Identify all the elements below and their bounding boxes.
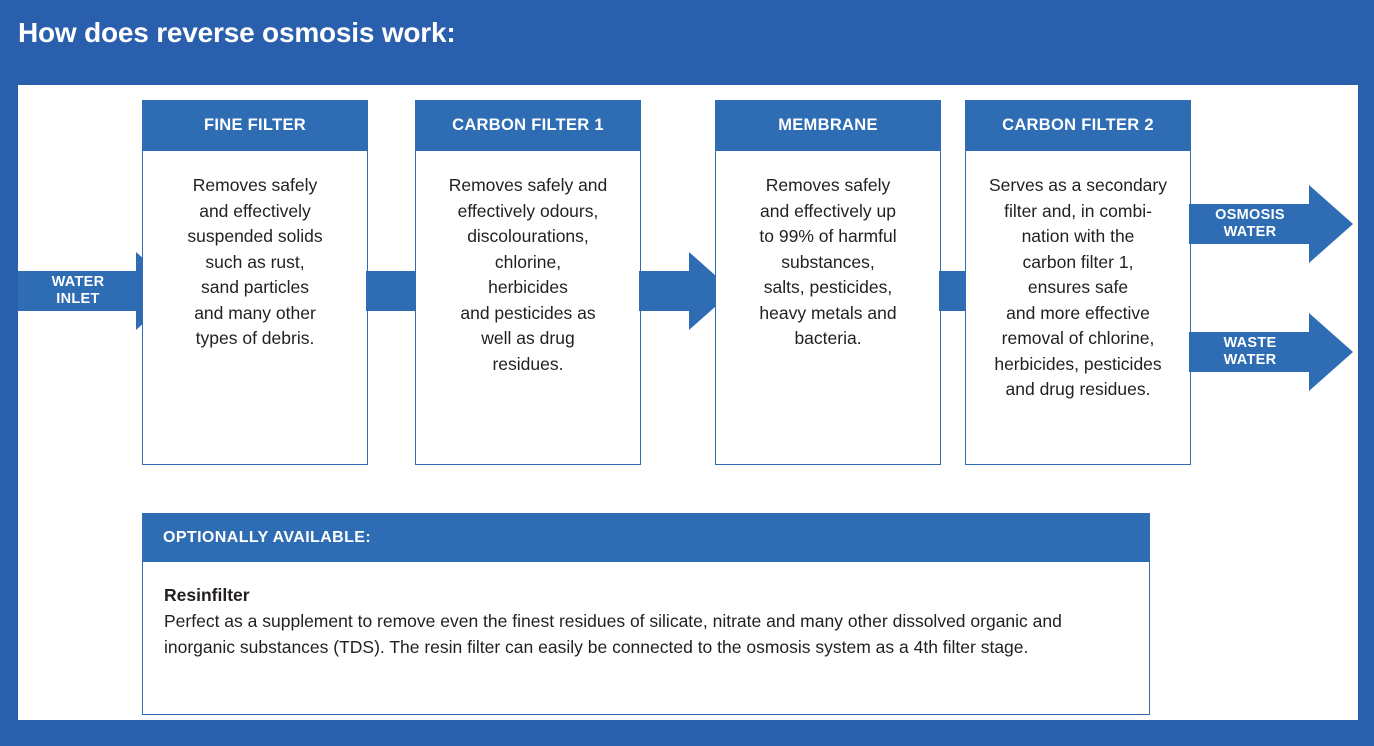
optional-header: OPTIONALLY AVAILABLE:	[142, 513, 1150, 562]
stage-text-membrane: Removes safely and effectively up to 99%…	[759, 175, 897, 348]
arrow-shaft	[366, 271, 418, 311]
optional-item-text: Perfect as a supplement to remove even t…	[164, 611, 1062, 657]
stage-carbon-filter-2: CARBON FILTER 2 Serves as a secondary fi…	[965, 100, 1191, 465]
stage-membrane: MEMBRANE Removes safely and effectively …	[715, 100, 941, 465]
stage-body-fine-filter: Removes safely and effectively suspended…	[142, 151, 368, 465]
stage-header-fine-filter: FINE FILTER	[142, 100, 368, 151]
arrow-shaft	[1189, 204, 1311, 244]
stage-body-carbon-filter-2: Serves as a secondary filter and, in com…	[965, 151, 1191, 465]
stage-text-carbon-filter-1: Removes safely and effectively odours, d…	[448, 175, 608, 374]
stage-fine-filter: FINE FILTER Removes safely and effective…	[142, 100, 368, 465]
stage-text-carbon-filter-2: Serves as a secondary filter and, in com…	[988, 175, 1167, 399]
arrow-shaft	[18, 271, 138, 311]
stage-text-fine-filter: Removes safely and effectively suspended…	[187, 175, 323, 348]
stage-header-carbon-filter-1: CARBON FILTER 1	[415, 100, 641, 151]
arrow-head-icon	[1309, 313, 1353, 391]
optional-body: Resinfilter Perfect as a supplement to r…	[142, 562, 1150, 715]
arrow-shaft	[1189, 332, 1311, 372]
page-title: How does reverse osmosis work:	[18, 17, 456, 48]
stage-header-membrane: MEMBRANE	[715, 100, 941, 151]
optional-section: OPTIONALLY AVAILABLE: Resinfilter Perfec…	[142, 513, 1150, 715]
optional-item-title: Resinfilter	[164, 585, 250, 605]
stage-carbon-filter-1: CARBON FILTER 1 Removes safely and effec…	[415, 100, 641, 465]
stage-body-membrane: Removes safely and effectively up to 99%…	[715, 151, 941, 465]
diagram-canvas: WATER INLET FINE FILTER Removes safely a…	[18, 85, 1358, 720]
arrow-head-icon	[1309, 185, 1353, 263]
waste-water-arrow: WASTE WATER	[1189, 313, 1353, 391]
arrow-shaft	[639, 271, 691, 311]
stage-header-carbon-filter-2: CARBON FILTER 2	[965, 100, 1191, 151]
osmosis-water-arrow: OSMOSIS WATER	[1189, 185, 1353, 263]
stage-body-carbon-filter-1: Removes safely and effectively odours, d…	[415, 151, 641, 465]
